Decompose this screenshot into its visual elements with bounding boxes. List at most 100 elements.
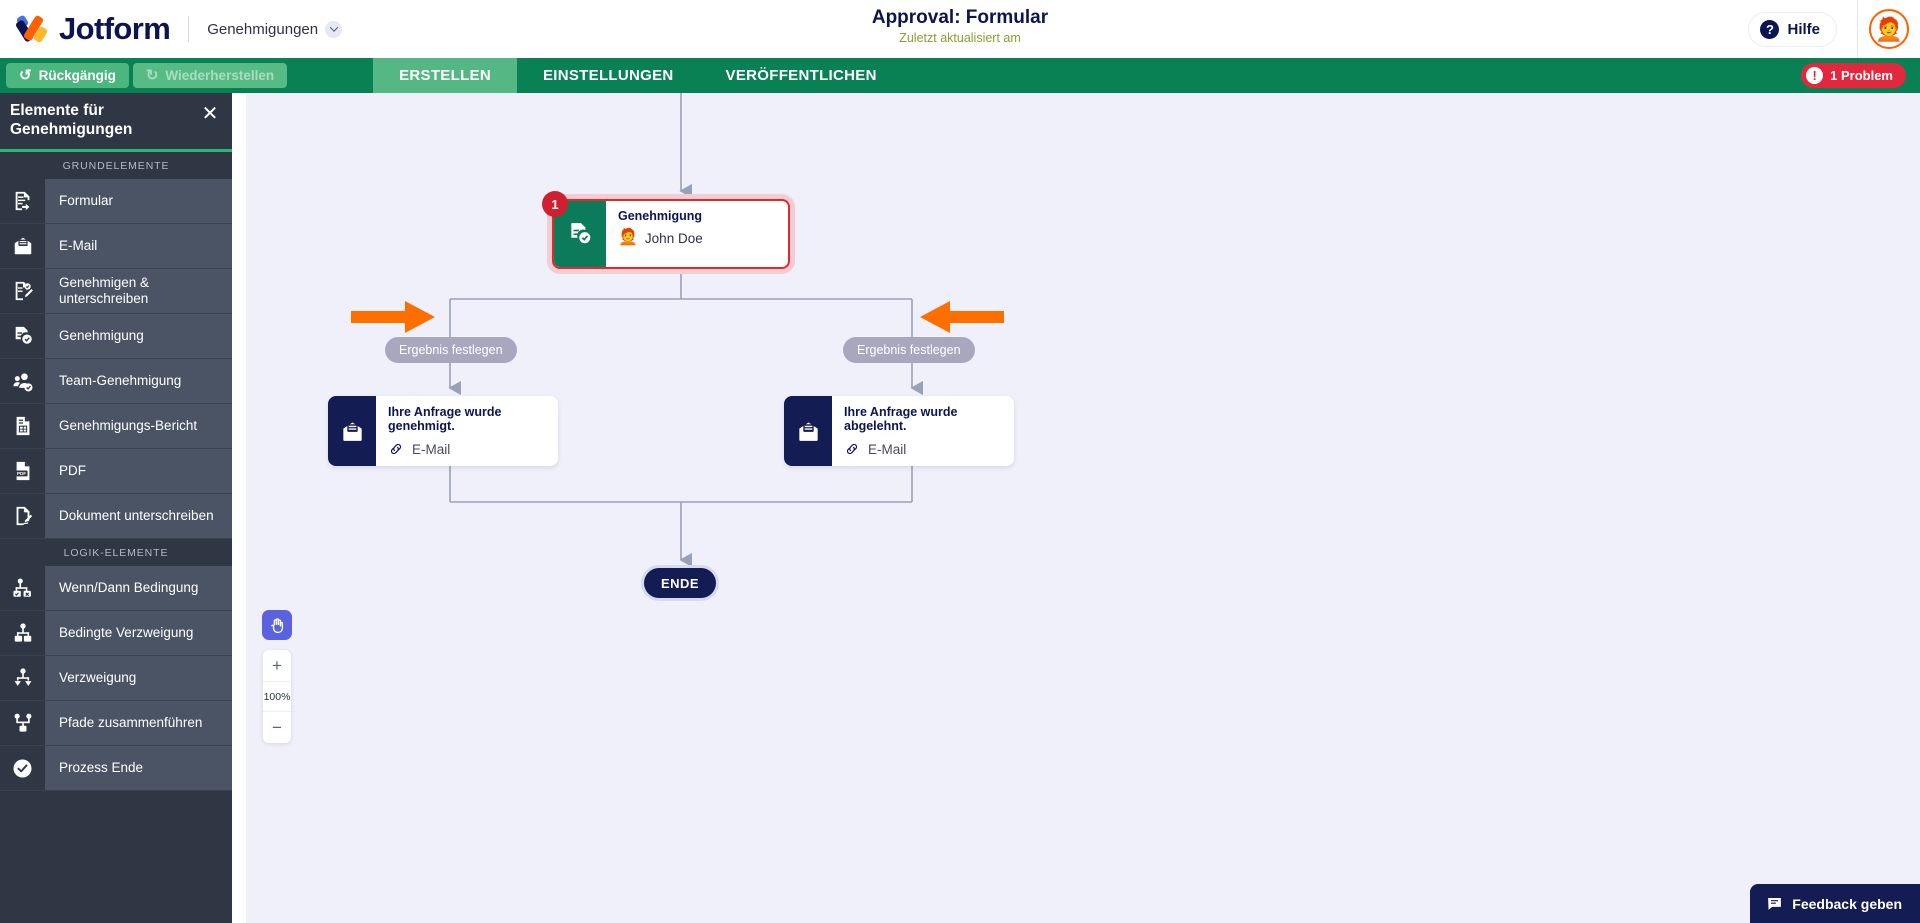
email-node-approved[interactable]: Ihre Anfrage wurde genehmigt. E-Mail xyxy=(328,396,558,466)
envelope-icon xyxy=(784,396,832,466)
feedback-button[interactable]: Feedback geben xyxy=(1750,884,1920,923)
tab-erstellen[interactable]: ERSTELLEN xyxy=(373,58,517,93)
sidebar-item-label: Verzweigung xyxy=(45,656,232,700)
email-node-subtitle-row: E-Mail xyxy=(388,441,546,457)
sidebar-item-genehmigen-unterschreiben[interactable]: Genehmigen & unterschreiben xyxy=(0,269,232,314)
sidebar-item-email[interactable]: E-Mail xyxy=(0,224,232,269)
sidebar-item-prozess-ende[interactable]: Prozess Ende xyxy=(0,746,232,791)
link-chain-icon xyxy=(390,443,402,455)
process-end-icon xyxy=(0,746,45,790)
sidebar-item-label: Pfade zusammenführen xyxy=(45,701,232,745)
conditional-branch-icon xyxy=(0,611,45,655)
connector-lines xyxy=(448,93,924,568)
link-chain-icon xyxy=(846,443,858,455)
sidebar-item-label: E-Mail xyxy=(45,224,232,268)
brand-divider xyxy=(188,16,190,42)
approval-node-assignee: 🧑‍🦰 John Doe xyxy=(618,230,776,246)
team-approval-icon xyxy=(0,359,45,403)
if-then-icon xyxy=(0,566,45,610)
envelope-icon xyxy=(328,396,376,466)
sidebar-item-label: Team-Genehmigung xyxy=(45,359,232,403)
sidebar-item-genehmigungs-bericht[interactable]: Genehmigungs-Bericht xyxy=(0,404,232,449)
envelope-icon xyxy=(0,224,45,268)
avatar-button[interactable]: 🧑‍🦰 xyxy=(1858,0,1920,58)
zoom-level-label: 100% xyxy=(263,681,291,712)
top-header: Jotform Genehmigungen Approval: Formular… xyxy=(0,0,1920,58)
branch-label-left[interactable]: Ergebnis festlegen xyxy=(385,337,517,363)
undo-arrow-icon: ↺ xyxy=(19,67,32,84)
undo-button[interactable]: ↺ Rückgängig xyxy=(6,63,129,88)
zoom-out-button[interactable]: − xyxy=(272,717,282,737)
sidebar-item-bedingte-verzweigung[interactable]: Bedingte Verzweigung xyxy=(0,611,232,656)
approval-node[interactable]: Genehmigung 🧑‍🦰 John Doe xyxy=(552,199,790,269)
question-mark-icon: ? xyxy=(1760,19,1780,39)
approve-sign-icon xyxy=(0,269,45,313)
sidebar-item-wenn-dann-bedingung[interactable]: Wenn/Dann Bedingung xyxy=(0,566,232,611)
avatar: 🧑‍🦰 xyxy=(1869,9,1909,49)
branch-label-right[interactable]: Ergebnis festlegen xyxy=(843,337,975,363)
brand-name[interactable]: Jotform xyxy=(59,11,171,46)
sign-document-icon xyxy=(0,494,45,538)
sidebar-group-logik-elemente: LOGIK-ELEMENTE xyxy=(0,539,232,566)
approval-node-title: Genehmigung xyxy=(618,209,703,223)
sidebar-item-label: Wenn/Dann Bedingung xyxy=(45,566,232,610)
sidebar-item-pfade-zusammenfuehren[interactable]: Pfade zusammenführen xyxy=(0,701,232,746)
sidebar-header: Elemente für Genehmigungen ✕ xyxy=(0,93,232,152)
header-right-actions: ? Hilfe 🧑‍🦰 xyxy=(1748,0,1920,58)
close-icon[interactable]: ✕ xyxy=(201,103,219,125)
svg-text:PDF: PDF xyxy=(16,471,25,476)
orange-arrow-left-icon xyxy=(920,301,1004,333)
email-node-subtitle: E-Mail xyxy=(868,441,907,457)
help-label: Hilfe xyxy=(1787,20,1820,38)
approval-node-badge: 1 xyxy=(542,191,568,217)
branch-icon xyxy=(0,656,45,700)
help-button[interactable]: ? Hilfe xyxy=(1748,11,1837,47)
problem-area: ! 1 Problem xyxy=(1801,58,1920,93)
sidebar-item-label: Genehmigen & unterschreiben xyxy=(45,269,232,313)
end-node[interactable]: ENDE xyxy=(644,568,716,598)
problem-label: 1 Problem xyxy=(1830,68,1893,83)
pdf-icon: PDF xyxy=(0,449,45,493)
sidebar-item-label: Dokument unterschreiben xyxy=(45,494,232,538)
email-node-title: Ihre Anfrage wurde genehmigt. xyxy=(388,405,502,433)
zoom-in-button[interactable]: + xyxy=(272,655,282,675)
navbar-tabs: ERSTELLEN EINSTELLUNGEN VERÖFFENTLICHEN xyxy=(373,58,903,93)
redo-button[interactable]: ↻ Wiederherstellen xyxy=(132,63,288,88)
sidebar-item-label: Genehmigung xyxy=(45,314,232,358)
sidebar-item-dokument-unterschreiben[interactable]: Dokument unterschreiben xyxy=(0,494,232,539)
jotform-logo-icon[interactable] xyxy=(14,12,52,46)
email-node-subtitle: E-Mail xyxy=(412,441,451,457)
chevron-down-icon xyxy=(325,20,343,38)
report-icon xyxy=(0,404,45,448)
sidebar-item-label: Genehmigungs-Bericht xyxy=(45,404,232,448)
sidebar-item-genehmigung[interactable]: Genehmigung xyxy=(0,314,232,359)
tab-einstellungen[interactable]: EINSTELLUNGEN xyxy=(542,67,674,84)
sidebar-item-label: Bedingte Verzweigung xyxy=(45,611,232,655)
header-divider xyxy=(1857,0,1858,58)
workflow-canvas[interactable]: 1 Genehmigung 🧑‍🦰 John Doe Ergebnis fest… xyxy=(246,93,1920,923)
sidebar-item-label: PDF xyxy=(45,449,232,493)
hand-pan-icon xyxy=(270,617,283,633)
zoom-controls: + 100% − xyxy=(263,650,291,743)
product-selector-label: Genehmigungen xyxy=(207,20,319,38)
approval-icon xyxy=(0,314,45,358)
sidebar-item-team-genehmigung[interactable]: Team-Genehmigung xyxy=(0,359,232,404)
approval-node-assignee-name: John Doe xyxy=(644,230,703,246)
person-emoji-avatar: 🧑‍🦰 xyxy=(618,229,638,246)
undo-redo-group: ↺ Rückgängig ↻ Wiederherstellen xyxy=(0,58,288,93)
tab-veroeffentlichen[interactable]: VERÖFFENTLICHEN xyxy=(725,67,877,84)
feedback-icon xyxy=(1768,897,1782,910)
brand-area: Jotform Genehmigungen xyxy=(0,11,343,47)
problem-badge[interactable]: ! 1 Problem xyxy=(1801,63,1906,88)
redo-arrow-icon: ↻ xyxy=(145,67,159,84)
sidebar-item-formular[interactable]: Formular xyxy=(0,179,232,224)
sidebar-item-verzweigung[interactable]: Verzweigung xyxy=(0,656,232,701)
sidebar-item-pdf[interactable]: PDF PDF xyxy=(0,449,232,494)
builder-navbar: ↺ Rückgängig ↻ Wiederherstellen ERSTELLE… xyxy=(0,58,1920,93)
pan-tool-button[interactable] xyxy=(262,610,292,640)
email-node-subtitle-row: E-Mail xyxy=(844,441,1002,457)
email-node-rejected[interactable]: Ihre Anfrage wurde abgelehnt. E-Mail xyxy=(784,396,1014,466)
product-selector[interactable]: Genehmigungen xyxy=(207,20,343,38)
orange-arrow-right-icon xyxy=(351,301,435,333)
email-node-title: Ihre Anfrage wurde abgelehnt. xyxy=(844,405,958,433)
